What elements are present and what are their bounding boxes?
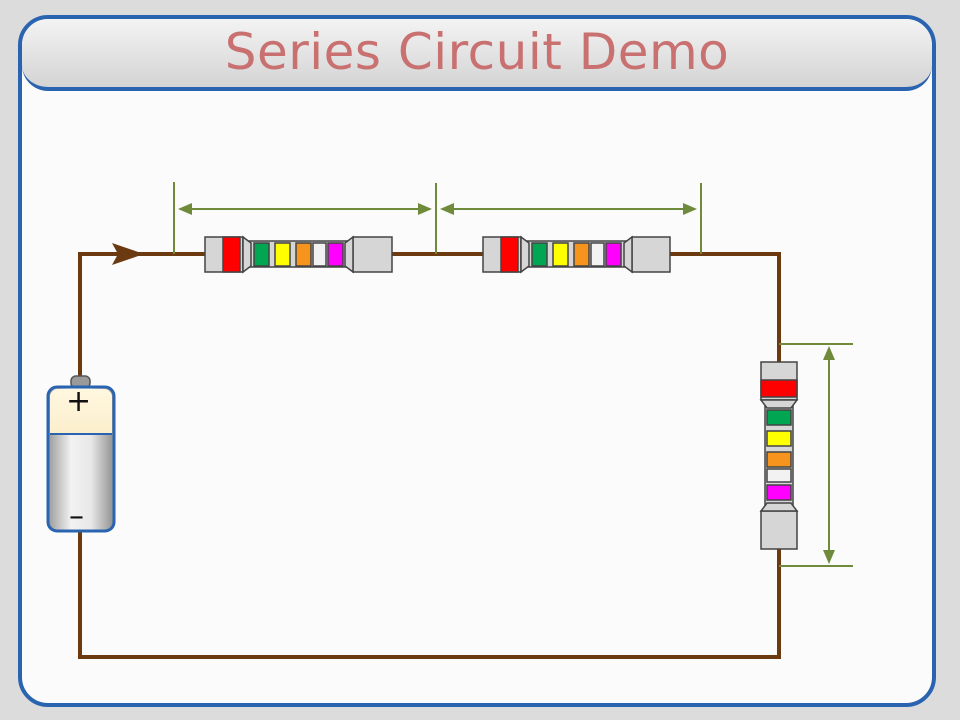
band-red xyxy=(760,379,798,398)
band-orange xyxy=(766,451,792,468)
band-magenta xyxy=(766,484,792,501)
resistor-3[interactable] xyxy=(759,361,799,550)
band-red xyxy=(222,236,241,273)
band-orange xyxy=(573,242,590,267)
band-green xyxy=(531,242,548,267)
band-yellow xyxy=(766,430,792,447)
dimension-marker-3 xyxy=(779,343,853,567)
resistor-1[interactable] xyxy=(204,235,393,274)
page-title: Series Circuit Demo xyxy=(224,23,730,81)
band-white xyxy=(766,468,792,483)
battery-plus-symbol: + xyxy=(66,384,92,419)
dimension-marker-2 xyxy=(440,183,702,254)
dimension-marker-1 xyxy=(173,182,437,254)
band-yellow xyxy=(552,242,569,267)
band-orange xyxy=(295,242,312,267)
demo-frame: Series Circuit Demo xyxy=(18,15,936,707)
band-white xyxy=(312,242,327,267)
resistor-2[interactable] xyxy=(482,235,671,274)
circuit-wire xyxy=(78,252,781,659)
band-white xyxy=(590,242,605,267)
band-magenta xyxy=(327,242,344,267)
band-yellow xyxy=(274,242,291,267)
band-red xyxy=(500,236,519,273)
band-green xyxy=(253,242,270,267)
battery-icon[interactable] xyxy=(46,375,116,533)
title-bar: Series Circuit Demo xyxy=(22,19,932,91)
battery-minus-symbol: – xyxy=(69,499,84,534)
band-magenta xyxy=(605,242,622,267)
current-arrow-icon xyxy=(112,243,144,265)
band-green xyxy=(766,409,792,426)
